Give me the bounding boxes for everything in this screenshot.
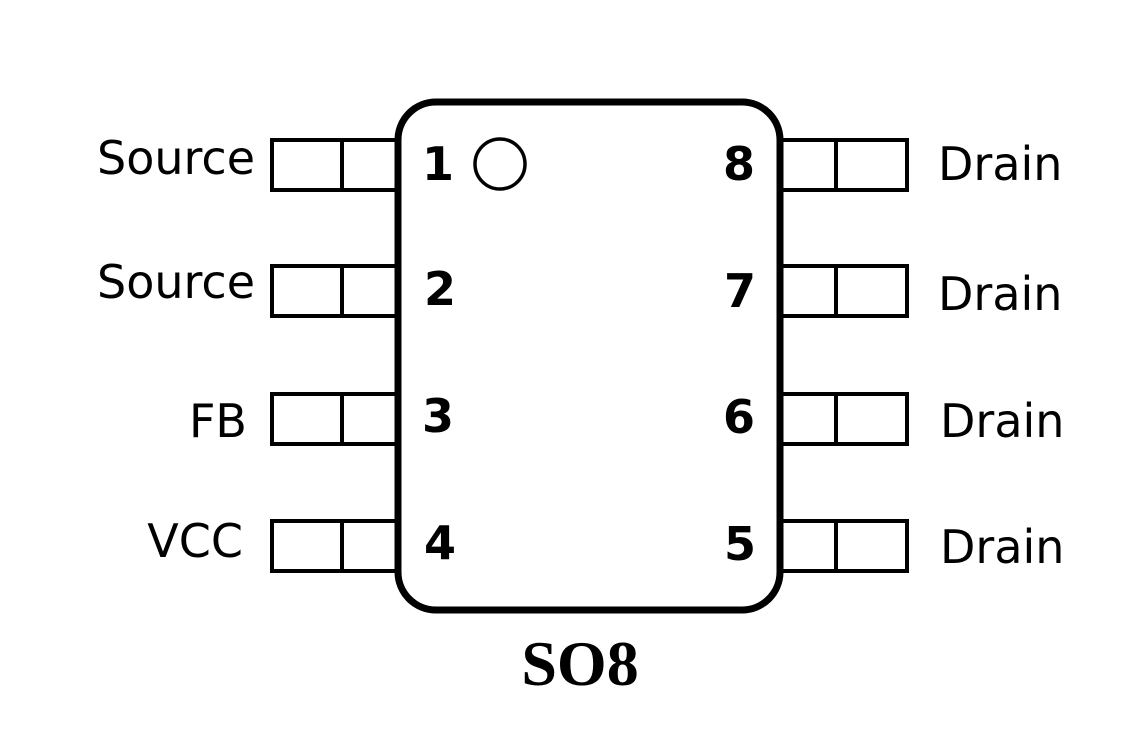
pin-number: 5 [724,517,756,571]
pin-label: Drain [938,137,1062,191]
pin-number: 6 [723,390,755,444]
right-pin-6: Drain 6 [723,390,1064,448]
left-pin-1: Source 1 [97,131,454,192]
pin-label: Source [97,131,255,185]
pin-label: Drain [940,520,1064,574]
pin-number: 3 [422,389,454,443]
left-pin-3: FB 3 [189,389,454,448]
pin-label: Drain [938,267,1062,321]
pin-lead [778,264,909,318]
pin-lead [270,392,400,446]
right-pin-7: Drain 7 [724,264,1062,321]
left-pin-4: VCC 4 [147,514,456,573]
pin-label: VCC [147,514,243,568]
pin1-marker-icon [473,137,527,191]
pin-number: 7 [724,264,756,318]
pin-lead [270,138,400,192]
pin-lead [778,138,909,192]
right-pin-8: Drain 8 [723,137,1062,192]
left-pin-2: Source 2 [97,255,456,318]
pin-label: FB [189,394,247,448]
pin-number: 2 [424,262,456,316]
pin-label: Source [97,255,255,309]
pin-lead [270,264,400,318]
pin-lead [778,519,909,573]
pin-lead [778,392,909,446]
pin-number: 1 [422,137,454,191]
package-name: SO8 [521,628,638,699]
pin-lead [270,519,400,573]
ic-body [394,98,784,614]
pin-number: 8 [723,137,755,191]
right-pin-5: Drain 5 [724,517,1064,574]
pin-number: 4 [424,516,456,570]
pin-label: Drain [940,394,1064,448]
